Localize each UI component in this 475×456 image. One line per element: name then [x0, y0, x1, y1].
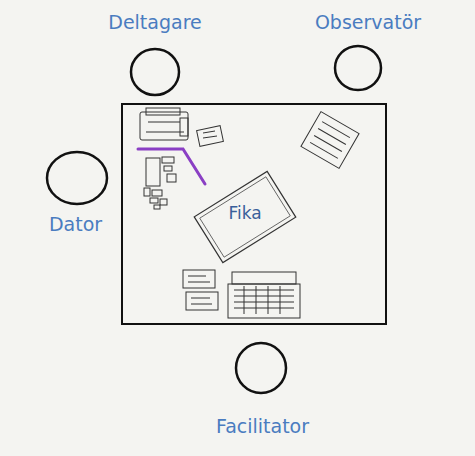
person-seat: Deltagare	[95, 8, 215, 100]
seat-label: Deltagare	[108, 12, 201, 33]
seat-label: Facilitator	[216, 416, 309, 437]
person-seat: Dator	[18, 146, 133, 246]
person-seat: Facilitator	[195, 340, 330, 445]
seat-label: Fika	[228, 204, 261, 223]
person-seat: Observatör	[308, 8, 428, 94]
seat-label: Dator	[49, 214, 102, 235]
fika-tray: Fika	[200, 172, 290, 262]
seat-label: Observatör	[315, 12, 421, 33]
